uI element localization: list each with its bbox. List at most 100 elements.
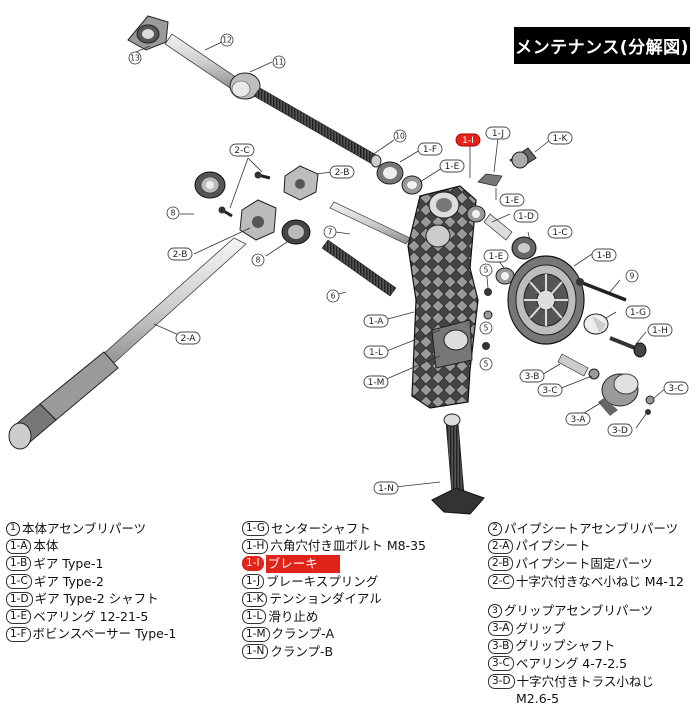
svg-text:1-H: 1-H [652, 326, 668, 336]
tag-1H: 1-H [647, 323, 673, 337]
svg-text:1-L: 1-L [369, 348, 383, 358]
tag-1E-mid: 1-E [499, 193, 525, 207]
tag-1E-top: 1-E [439, 159, 465, 173]
legend-item: 1-A 本体 [6, 538, 236, 556]
svg-text:1-C: 1-C [552, 228, 567, 238]
legend-item: 1-E ベアリング 12-21-5 [6, 608, 236, 626]
part-code-badge: 1-D [6, 591, 33, 607]
grip-shaft-3B [557, 353, 589, 377]
legend-item: 1-N クランプ-B [242, 643, 482, 661]
part-code-badge: 1-M [242, 626, 270, 642]
part-code-badge: 1-K [242, 591, 268, 607]
svg-text:6: 6 [331, 292, 336, 301]
screw-2C-b [218, 206, 233, 218]
legend-item: 3-B グリップシャフト [488, 638, 700, 656]
svg-text:1-E: 1-E [489, 252, 504, 262]
tag-3B: 3-B [519, 369, 545, 383]
legend-column-2: 1-G センターシャフト 1-H 六角穴付き皿ボルト M8-35 1-I ブレー… [242, 520, 482, 661]
screw-part-5-b [483, 310, 493, 320]
legend-item: 1-G センターシャフト [242, 520, 482, 538]
svg-text:1-K: 1-K [553, 134, 569, 144]
svg-text:5: 5 [484, 266, 489, 275]
svg-text:2-B: 2-B [335, 168, 350, 178]
gear-type1-1B [507, 255, 585, 345]
callout-10: 10 [393, 129, 407, 143]
legend-item: 3-D 十字穴付きトラス小ねじ [488, 673, 700, 691]
callout-6: 6 [326, 289, 340, 303]
tag-3C-left: 3-C [537, 383, 563, 397]
part-code-badge: 1-H [242, 538, 269, 554]
legend-item: 2-A パイプシート [488, 538, 700, 556]
tag-2A: 2-A [175, 331, 201, 345]
part-code-badge-highlighted: 1-I [242, 556, 264, 572]
callout-8-mid: 8 [251, 253, 265, 267]
svg-text:8: 8 [171, 209, 176, 218]
tag-2B-mid: 2-B [167, 247, 193, 261]
callout-12: 12 [220, 33, 234, 47]
svg-text:3-A: 3-A [571, 415, 587, 425]
tag-1I-highlight: 1-I [455, 133, 481, 147]
svg-text:11: 11 [274, 58, 284, 67]
screw-part-5-c [482, 342, 490, 350]
tag-1G: 1-G [625, 305, 651, 319]
tag-1B: 1-B [591, 248, 617, 262]
svg-text:3-C: 3-C [542, 386, 557, 396]
part-code-badge: 1-L [242, 609, 267, 625]
svg-text:1-E: 1-E [445, 162, 460, 172]
part-code-badge: 1-J [242, 574, 265, 590]
exploded-view-drawing: 13 12 11 10 9 8 8 7 [8, 15, 689, 515]
legend-item: 1-H 六角穴付き皿ボルト M8-35 [242, 538, 482, 556]
tag-1K: 1-K [547, 131, 573, 145]
main-body-1A [407, 185, 479, 409]
pipe-fixing-2B-mid [239, 199, 277, 241]
callout-13: 13 [128, 51, 142, 65]
legend-item: 1 本体アセンブリパーツ [6, 520, 236, 538]
callout-9: 9 [625, 269, 639, 283]
callout-11: 11 [272, 55, 286, 69]
part-code-badge: 1-C [6, 574, 32, 590]
part-code-badge: 2-A [488, 538, 514, 554]
legend-item: 1-J ブレーキスプリング [242, 573, 482, 591]
legend-item: 1-L 滑り止め [242, 608, 482, 626]
callout-5-c: 5 [479, 357, 493, 371]
gear-shaft-1D [483, 213, 513, 241]
tag-1N: 1-N [373, 481, 399, 495]
center-shaft-1G [583, 313, 609, 335]
svg-text:13: 13 [130, 54, 140, 63]
bobbin-spacer-1F [376, 161, 404, 185]
bolt-1H [609, 336, 647, 358]
bearing-part-8-left [194, 171, 226, 199]
threaded-rod-part-10 [253, 87, 382, 168]
tag-3C-right: 3-C [663, 381, 689, 395]
tag-1E-low: 1-E [483, 249, 509, 263]
legend-item: 2-B パイプシート固定パーツ [488, 555, 700, 573]
assembly-number-badge: 3 [488, 604, 502, 619]
screw-2C-a [254, 171, 271, 180]
tag-1D: 1-D [513, 209, 539, 223]
bearing-3C-left [588, 368, 600, 380]
tag-1J: 1-J [485, 126, 511, 140]
tag-1A: 1-A [363, 314, 389, 328]
legend-item: 1-K テンションダイアル [242, 590, 482, 608]
assembly-number-badge: 1 [6, 521, 20, 536]
tag-1L: 1-L [363, 345, 389, 359]
svg-text:1-B: 1-B [597, 251, 612, 261]
legend-item-highlighted: 1-I ブレーキ [242, 554, 482, 573]
svg-text:1-G: 1-G [630, 308, 646, 318]
callout-8-left: 8 [166, 206, 180, 220]
svg-text:8: 8 [256, 256, 261, 265]
svg-text:7: 7 [328, 228, 333, 237]
callout-7: 7 [323, 225, 337, 239]
svg-text:5: 5 [484, 324, 489, 333]
bearing-1E-left [466, 205, 486, 223]
tag-2C: 2-C [229, 143, 255, 157]
threaded-rod-part-6 [321, 239, 397, 297]
svg-text:9: 9 [630, 272, 635, 281]
brake-spring-1J [477, 173, 503, 187]
part-code-badge: 3-D [488, 674, 515, 690]
svg-text:2-C: 2-C [234, 146, 249, 156]
legend-column-1: 1 本体アセンブリパーツ 1-A 本体 1-B ギア Type-1 1-C ギア… [6, 520, 236, 643]
part-code-badge: 3-B [488, 638, 514, 654]
tag-2B-top: 2-B [329, 165, 355, 179]
svg-text:1-I: 1-I [462, 136, 474, 146]
